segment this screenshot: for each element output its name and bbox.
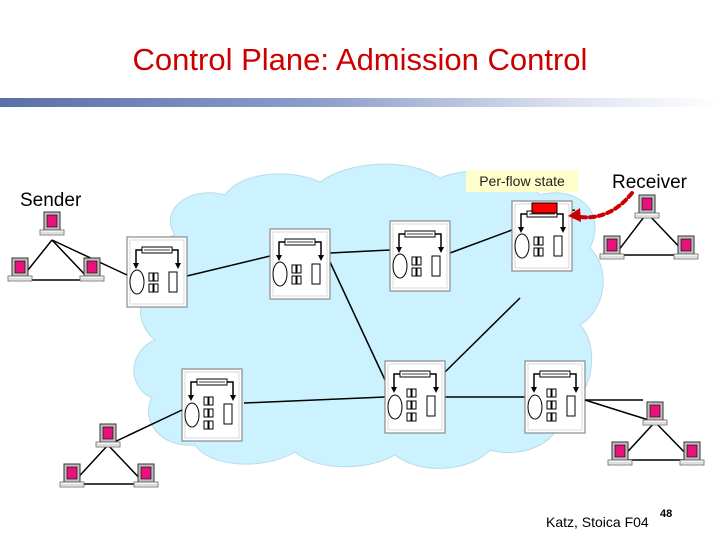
edge-router-bottom-left [181,368,243,442]
host [607,441,633,466]
host [599,235,625,260]
sender-host [39,211,65,236]
edge-router-sender [126,236,188,308]
host [679,441,705,466]
sender-label: Sender [20,190,82,211]
host [7,257,33,282]
per-flow-state-marker [531,202,558,214]
receiver-host [634,194,660,219]
host [133,463,159,488]
host [642,401,668,426]
title-rule [0,98,720,107]
host [95,423,121,448]
host [673,235,699,260]
credit-line: Katz, Stoica F04 [546,514,649,530]
host [59,463,85,488]
receiver-label: Receiver [612,172,687,193]
edge-router-bottom-right [524,360,586,434]
core-router-bottom [384,360,446,434]
core-router-center [389,220,451,292]
per-flow-state-label: Per-flow state [466,170,578,192]
slide-title: Control Plane: Admission Control [132,42,588,77]
reservation-arrow [568,191,634,222]
page-number: 48 [660,508,673,520]
host [79,257,105,282]
core-router-top [269,228,331,300]
